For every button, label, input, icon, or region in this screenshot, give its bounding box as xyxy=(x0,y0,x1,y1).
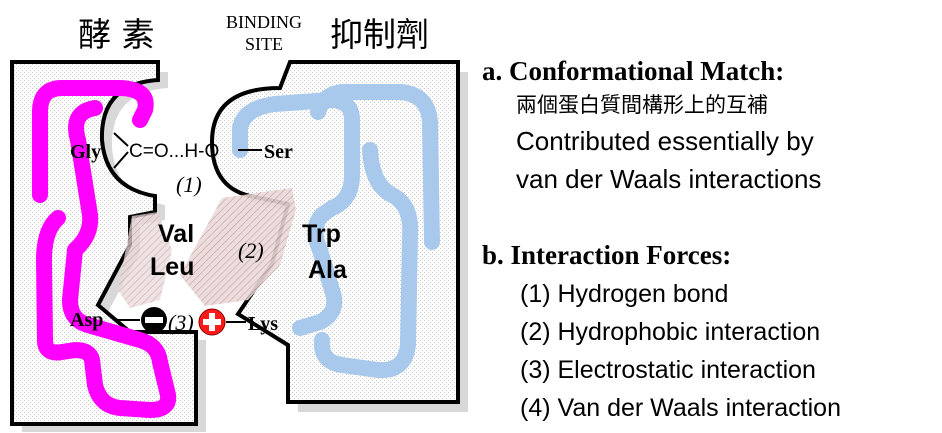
leu-label: Leu xyxy=(150,253,194,281)
negative-charge-icon xyxy=(141,307,167,333)
gly-label: Gly xyxy=(70,141,101,163)
enzyme-chain xyxy=(32,80,177,418)
legend-b-item-2: (2) Hydrophobic interaction xyxy=(520,318,820,346)
ala-label: Ala xyxy=(308,256,348,284)
legend-b-item-1: (1) Hydrogen bond xyxy=(520,280,728,308)
legend-a-title: a. Conformational Match: xyxy=(482,56,784,86)
lys-label: Lys xyxy=(248,313,278,335)
legend-b-title: b. Interaction Forces: xyxy=(482,240,731,270)
legend-a-line1: 兩個蛋白質間構形上的互補 xyxy=(516,93,768,117)
inhibitor-title: 抑制劑 xyxy=(330,15,429,54)
positive-charge-icon xyxy=(198,308,226,336)
legend: a. Conformational Match: 兩個蛋白質間構形上的互補 Co… xyxy=(482,56,841,422)
hydrophobic-pocket xyxy=(180,188,296,306)
legend-b-item-4: (4) Van der Waals interaction xyxy=(520,394,841,422)
binding-site-title-line2: SITE xyxy=(245,34,283,54)
site-1-label: (1) xyxy=(176,172,202,197)
enzyme-block xyxy=(10,60,206,432)
gly-bond-line-1 xyxy=(113,132,129,147)
legend-a-line2: Contributed essentially by xyxy=(516,126,814,156)
gly-bond-line-2 xyxy=(113,151,129,169)
hydrophobic-pocket-left xyxy=(118,212,172,308)
site-3-label: (3) xyxy=(168,310,194,335)
trp-label: Trp xyxy=(302,220,341,248)
enzyme-title: 酵 素 xyxy=(78,15,155,54)
ser-label: Ser xyxy=(264,141,293,163)
site-2-label: (2) xyxy=(238,238,264,263)
bond-chain-label: C=O...H-O xyxy=(129,141,219,162)
val-label: Val xyxy=(158,220,194,248)
inhibitor-chain xyxy=(232,83,440,379)
legend-b-item-3: (3) Electrostatic interaction xyxy=(520,356,816,384)
legend-a-line3: van der Waals interactions xyxy=(516,164,821,194)
asp-label: Asp xyxy=(70,309,103,331)
binding-site-title-line1: BINDING xyxy=(226,12,302,32)
